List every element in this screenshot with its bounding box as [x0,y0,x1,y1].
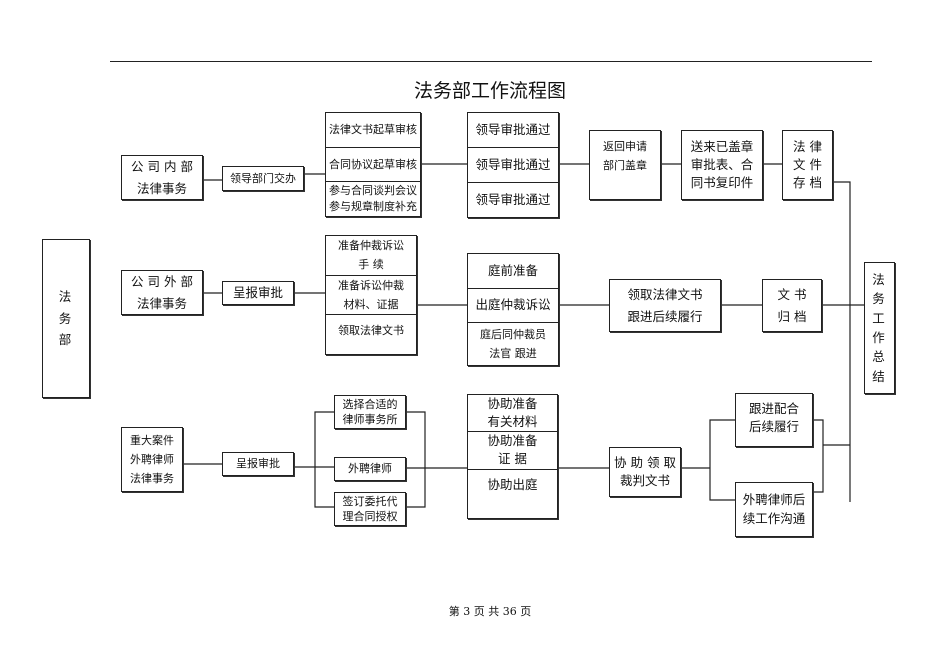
legal-department-box: 法 务 部 [42,239,90,398]
label: 领取法律文书 跟进后续履行 [627,286,703,324]
label: 外聘律师 [348,462,392,476]
task-item: 准备仲裁诉讼 手 续 [338,239,404,272]
label: 法 律 文 件 存 档 [793,138,822,191]
label: 法 务 工 作 总 结 [872,271,887,384]
approval-item: 领导审批通过 [468,182,558,217]
external-legal-affairs-box: 公 司 外 部 法律事务 [121,270,203,315]
label: 呈报审批 [232,285,283,301]
document-archive-box: 文 书 归 档 [762,279,822,332]
submit-approval-box-2: 呈报审批 [222,452,294,476]
label: 呈报审批 [236,457,280,471]
court-item: 庭前准备 [487,262,538,278]
assist-item: 协助准备 证 据 [468,431,557,468]
header-rule [110,61,872,62]
lawyer-communication-box: 外聘律师后 续工作沟通 [735,482,813,537]
label: 跟进配合 后续履行 [748,401,799,435]
label: 外聘律师后 续工作沟通 [742,492,806,526]
label: 选择合适的 律师事务所 [342,397,398,426]
task-item: 准备诉讼仲裁 材料、证据 [326,274,416,315]
assist-group: 协助准备 有关材料 协助准备 证 据 协助出庭 [467,394,558,519]
internal-legal-affairs-box: 公 司 内 部 法律事务 [121,155,203,200]
label: 公 司 内 部 法律事务 [131,159,193,196]
major-case-box: 重大案件 外聘律师 法律事务 [121,427,183,492]
sign-agency-contract-box: 签订委托代 理合同授权 [334,492,406,526]
label: 重大案件 外聘律师 法律事务 [130,433,174,486]
internal-tasks-group: 法律文书起草审核 合同协议起草审核 参与合同谈判会议 参与规章制度补充 [325,112,421,217]
receive-documents-box: 领取法律文书 跟进后续履行 [609,279,721,332]
label: 法 务 部 [58,288,74,348]
assist-judgment-box: 协 助 领 取 裁判文书 [609,447,681,497]
select-law-firm-box: 选择合适的 律师事务所 [334,395,406,429]
page-title: 法务部工作流程图 [413,80,566,102]
label: 领导部门交办 [230,171,296,185]
task-item: 参与合同谈判会议 参与规章制度补充 [326,181,420,216]
return-for-stamp-box: 返回申请 部门盖章 [589,130,661,200]
approval-item: 领导审批通过 [475,122,551,138]
follow-up-box: 跟进配合 后续履行 [735,393,813,447]
legal-work-summary-box: 法 务 工 作 总 结 [864,262,895,394]
label: 返回申请 部门盖章 [603,140,647,173]
submit-approval-box: 呈报审批 [222,281,294,305]
litigation-prep-group: 准备仲裁诉讼 手 续 准备诉讼仲裁 材料、证据 领取法律文书 [325,235,417,355]
label: 文 书 归 档 [777,286,807,324]
court-item: 庭后同仲裁员 法官 跟进 [468,322,558,365]
label: 公 司 外 部 法律事务 [131,274,193,311]
hire-lawyer-box: 外聘律师 [334,457,406,481]
task-item: 领取法律文书 [326,314,416,354]
leader-assign-box: 领导部门交办 [222,166,304,191]
assist-item: 协助准备 有关材料 [487,396,538,430]
court-group: 庭前准备 出庭仲裁诉讼 庭后同仲裁员 法官 跟进 [467,253,559,366]
task-item: 法律文书起草审核 [329,123,417,137]
approval-group: 领导审批通过 领导审批通过 领导审批通过 [467,112,559,218]
stamped-copies-box: 送来已盖章 审批表、合 同书复印件 [681,130,763,200]
task-item: 合同协议起草审核 [326,146,420,182]
court-item: 出庭仲裁诉讼 [468,287,558,323]
label: 送来已盖章 审批表、合 同书复印件 [690,138,754,191]
legal-file-archive-box: 法 律 文 件 存 档 [782,130,833,200]
label: 签订委托代 理合同授权 [342,494,398,523]
page-footer: 第 3 页 共 36 页 [448,605,532,618]
approval-item: 领导审批通过 [468,147,558,182]
label: 协 助 领 取 裁判文书 [614,454,676,488]
assist-item: 协助出庭 [468,468,557,519]
